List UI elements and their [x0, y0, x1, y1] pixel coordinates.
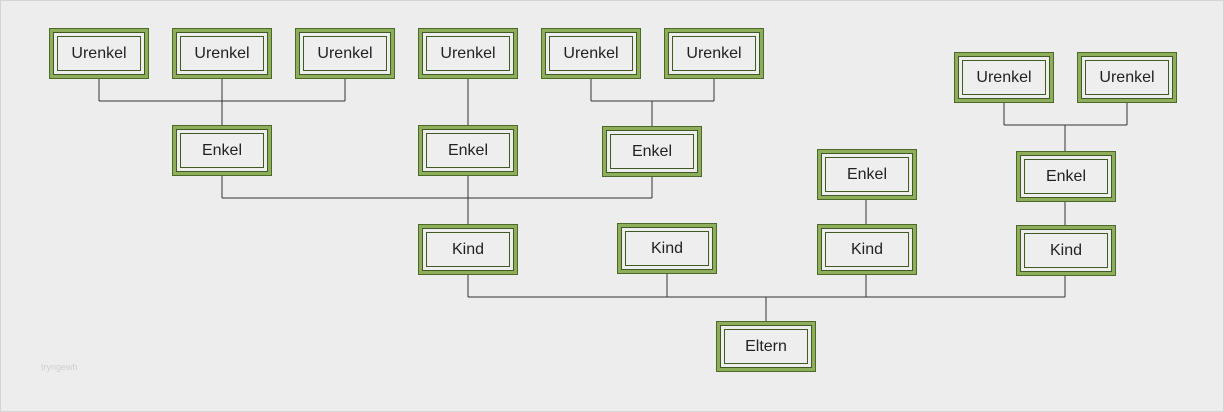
node-label: Kind — [426, 232, 510, 267]
node-label: Kind — [625, 231, 709, 266]
node-urenkel: Urenkel — [954, 52, 1054, 103]
node-label: Enkel — [825, 157, 909, 192]
node-enkel: Enkel — [172, 125, 272, 176]
node-label: Enkel — [180, 133, 264, 168]
node-label: Urenkel — [1085, 60, 1169, 95]
node-urenkel: Urenkel — [172, 28, 272, 79]
node-label: Urenkel — [549, 36, 633, 71]
node-urenkel: Urenkel — [1077, 52, 1177, 103]
node-label: Enkel — [610, 134, 694, 169]
node-label: Urenkel — [303, 36, 387, 71]
node-label: Enkel — [1024, 159, 1108, 194]
node-label: Enkel — [426, 133, 510, 168]
watermark: tryngewh — [41, 362, 78, 372]
node-urenkel: Urenkel — [541, 28, 641, 79]
node-enkel: Enkel — [602, 126, 702, 177]
node-label: Kind — [1024, 233, 1108, 268]
node-urenkel: Urenkel — [49, 28, 149, 79]
node-kind: Kind — [617, 223, 717, 274]
node-label: Eltern — [724, 329, 808, 364]
node-label: Urenkel — [57, 36, 141, 71]
node-enkel: Enkel — [1016, 151, 1116, 202]
node-urenkel: Urenkel — [295, 28, 395, 79]
node-label: Urenkel — [180, 36, 264, 71]
node-kind: Kind — [817, 224, 917, 275]
node-enkel: Enkel — [817, 149, 917, 200]
node-label: Urenkel — [426, 36, 510, 71]
node-urenkel: Urenkel — [664, 28, 764, 79]
node-enkel: Enkel — [418, 125, 518, 176]
node-eltern: Eltern — [716, 321, 816, 372]
node-label: Urenkel — [962, 60, 1046, 95]
node-label: Urenkel — [672, 36, 756, 71]
node-kind: Kind — [1016, 225, 1116, 276]
node-label: Kind — [825, 232, 909, 267]
node-kind: Kind — [418, 224, 518, 275]
node-urenkel: Urenkel — [418, 28, 518, 79]
